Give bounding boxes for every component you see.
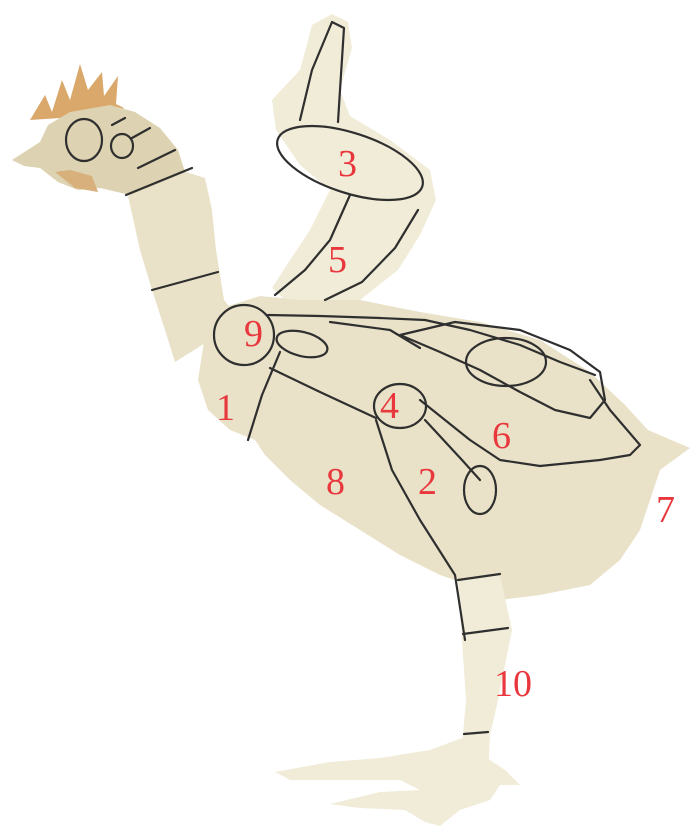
label-8: 8	[326, 461, 345, 503]
label-4: 4	[380, 385, 399, 427]
chicken-body	[12, 14, 690, 826]
label-7: 7	[656, 489, 675, 531]
label-1: 1	[216, 387, 235, 429]
label-3: 3	[338, 143, 357, 185]
label-10: 10	[494, 663, 532, 705]
torso	[198, 296, 690, 600]
label-9: 9	[244, 313, 263, 355]
label-5: 5	[328, 239, 347, 281]
label-6: 6	[492, 415, 511, 457]
label-2: 2	[418, 461, 437, 503]
